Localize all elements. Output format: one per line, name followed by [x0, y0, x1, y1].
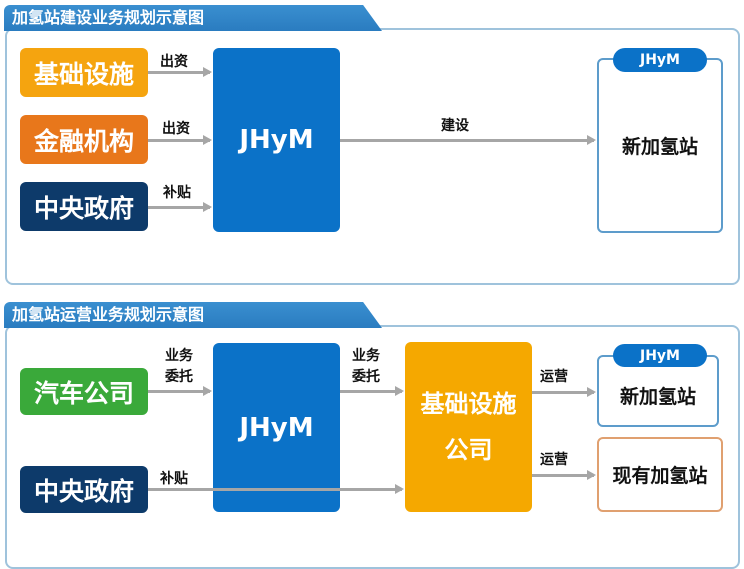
- jhym-badge-2: JHyM: [613, 344, 707, 367]
- arrow-invest-2: [148, 139, 210, 142]
- label-subsidy-2: 补贴: [160, 470, 188, 488]
- jhym-badge: JHyM: [613, 48, 707, 72]
- label-entrust-1a: 业务: [165, 347, 193, 365]
- label-operate-2: 运营: [540, 451, 568, 469]
- arrow-build: [340, 139, 594, 142]
- construction-title: 加氢站建设业务规划示意图: [4, 5, 382, 31]
- new-station: 新加氢站: [597, 58, 723, 233]
- jhym-hub: JHyM: [213, 48, 340, 232]
- existing-station: 现有加氢站: [597, 437, 723, 512]
- label-entrust-2a: 业务: [352, 347, 380, 365]
- source-auto-company: 汽车公司: [20, 368, 148, 415]
- arrow-entrust-2: [340, 390, 402, 393]
- label-entrust-1b: 委托: [165, 368, 193, 386]
- jhym-hub-2: JHyM: [213, 343, 340, 512]
- arrow-operate-1: [532, 391, 594, 394]
- arrow-operate-2: [532, 474, 594, 477]
- label-build: 建设: [441, 117, 469, 135]
- source-infrastructure: 基础设施: [20, 48, 148, 97]
- label-operate-1: 运营: [540, 368, 568, 386]
- label-entrust-2b: 委托: [352, 368, 380, 386]
- label-subsidy: 补贴: [163, 184, 191, 202]
- arrow-subsidy: [148, 206, 210, 209]
- arrow-subsidy-2: [148, 488, 402, 491]
- source-government: 中央政府: [20, 182, 148, 231]
- arrow-invest-1: [148, 71, 210, 74]
- source-government-2: 中央政府: [20, 466, 148, 513]
- arrow-entrust-1: [148, 390, 210, 393]
- label-invest-2: 出资: [162, 120, 190, 138]
- label-invest-1: 出资: [160, 53, 188, 71]
- operation-title: 加氢站运营业务规划示意图: [4, 302, 382, 328]
- infrastructure-company: 基础设施 公司: [405, 342, 532, 512]
- operator-line-1: 基础设施: [421, 381, 517, 427]
- operator-line-2: 公司: [445, 427, 493, 473]
- source-financial: 金融机构: [20, 115, 148, 164]
